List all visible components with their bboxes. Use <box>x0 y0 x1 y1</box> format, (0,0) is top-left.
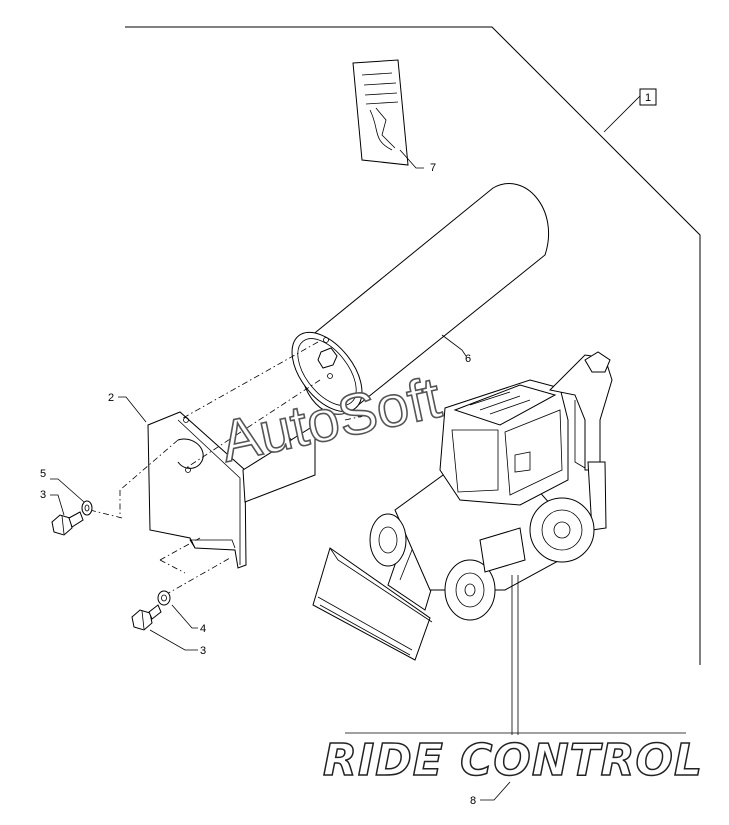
backhoe-loader <box>285 351 613 661</box>
callout-7: 7 <box>430 162 436 174</box>
assembly-lines <box>89 341 373 596</box>
bolt-lower <box>131 604 162 631</box>
ride-control-text: RIDE CONTROL <box>323 735 703 786</box>
callout-3-upper: 3 <box>40 489 46 501</box>
decal-sheet <box>352 59 409 166</box>
ride-control-banner: RIDE CONTROL <box>322 734 703 787</box>
washer-upper <box>81 500 93 516</box>
callout-3-lower: 3 <box>200 645 206 657</box>
accumulator-cylinder <box>291 183 550 415</box>
callout-6: 6 <box>465 353 471 365</box>
callout-8: 8 <box>470 795 476 807</box>
callout-5: 5 <box>40 468 46 480</box>
callout-box-1 <box>639 88 657 106</box>
kit-pointer-lines <box>345 575 686 735</box>
callout-1: 1 <box>645 92 651 104</box>
callout-4: 4 <box>200 623 206 635</box>
bolt-upper <box>51 511 84 536</box>
washer-lower <box>157 590 171 606</box>
kit-boundary-line <box>125 26 701 665</box>
callout-2: 2 <box>108 392 114 404</box>
mounting-bracket <box>147 411 316 569</box>
